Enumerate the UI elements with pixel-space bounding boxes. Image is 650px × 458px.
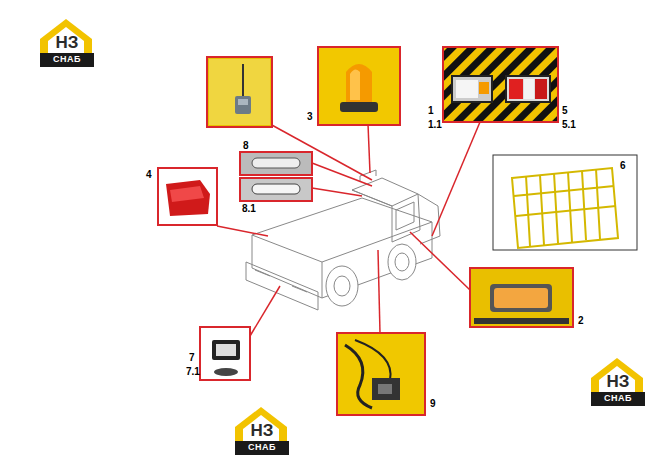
callout-number: 7: [189, 353, 195, 363]
photo-inset: [337, 333, 425, 415]
callout-number: 3: [307, 112, 313, 122]
photo-inset: [158, 168, 217, 225]
leader-lines: [217, 122, 480, 336]
callout-number: 6: [620, 161, 626, 171]
logo-text: СНАБ: [591, 394, 645, 403]
logo: [235, 407, 289, 455]
logo-text: СНАБ: [235, 443, 289, 452]
logo: [591, 358, 645, 406]
callout-number: 7.1: [186, 367, 200, 377]
vehicle-drawing: [246, 170, 440, 310]
logo-text: НЗ: [242, 422, 282, 439]
logo-text: СНАБ: [40, 55, 94, 64]
logo-text: НЗ: [598, 373, 638, 390]
callout-number: 5: [562, 106, 568, 116]
callout-number: 2: [578, 316, 584, 326]
callout-number: 4: [146, 170, 152, 180]
callout-number: 9: [430, 399, 436, 409]
logo: [40, 19, 94, 67]
logo-text: НЗ: [47, 34, 87, 51]
callout-number: 8: [243, 141, 249, 151]
photo-inset: [318, 47, 400, 125]
photo-inset: [240, 152, 312, 201]
callout-number: 1.1: [428, 120, 442, 130]
photo-inset: [443, 47, 558, 122]
callout-number: 1: [428, 106, 434, 116]
photo-inset: [200, 327, 250, 380]
callout-number: 8.1: [242, 204, 256, 214]
photo-inset: [207, 57, 272, 127]
callout-number: 5.1: [562, 120, 576, 130]
photo-inset: [470, 268, 573, 327]
photo-inset: [493, 155, 637, 250]
